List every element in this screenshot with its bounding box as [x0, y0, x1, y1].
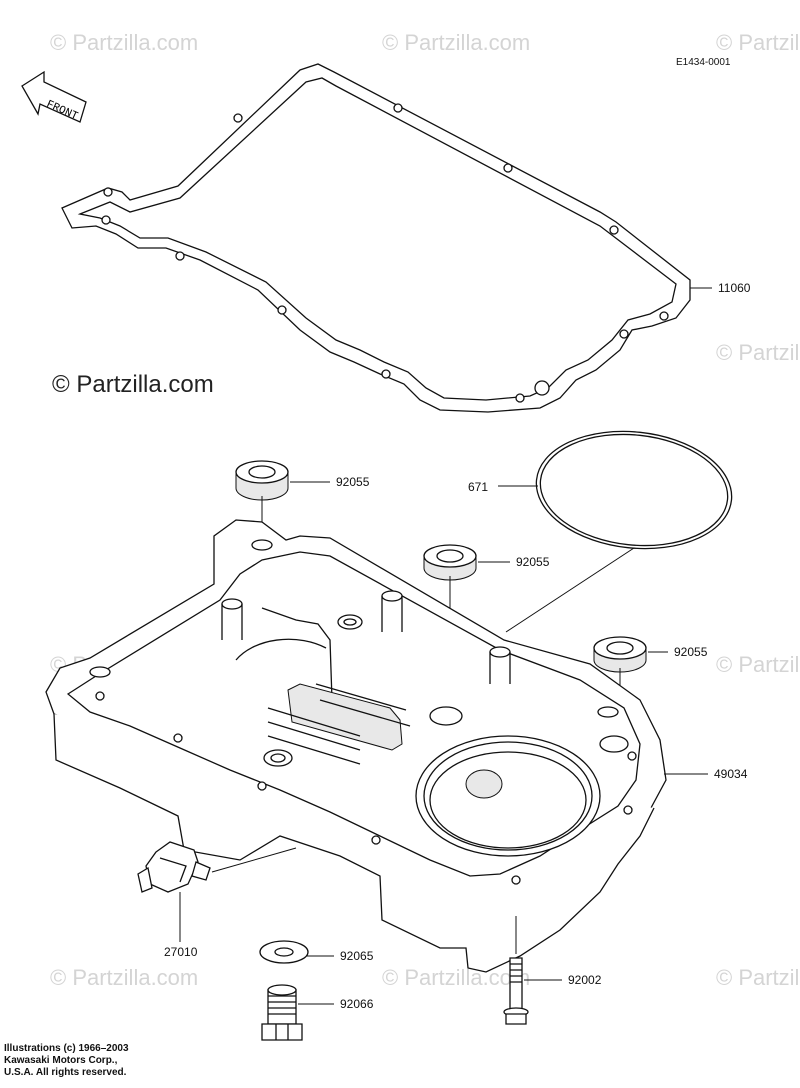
part-label-671: 671 [468, 480, 488, 494]
front-arrow-icon: FRONT [21, 70, 87, 123]
part-label-92065: 92065 [340, 949, 374, 963]
partzilla-watermark: © Partzilla.com [52, 371, 214, 398]
oil-pressure-switch-27010 [137, 841, 211, 893]
bolt-92002 [503, 957, 529, 1025]
copyright-line: Illustrations (c) 1966–2003 [4, 1043, 129, 1054]
watermark: © Partzilla.com [716, 652, 800, 677]
washer-92065 [259, 940, 309, 964]
part-label-11060: 11060 [718, 281, 751, 295]
watermark: © Partzilla.com [382, 965, 530, 990]
part-label-92055: 92055 [674, 645, 708, 659]
oil-pan-49034 [45, 519, 667, 973]
gasket-11060 [61, 63, 691, 413]
drain-plug-92066 [261, 984, 303, 1041]
watermark: © Partzilla.com [716, 340, 800, 365]
washer-92055-b [423, 544, 477, 581]
part-label-92055: 92055 [516, 555, 550, 569]
part-label-49034: 49034 [714, 767, 748, 781]
watermark: © Partzilla.com [716, 965, 800, 990]
part-label-92066: 92066 [340, 997, 374, 1011]
copyright-notice: Illustrations (c) 1966–2003 Kawasaki Mot… [4, 1043, 129, 1079]
copyright-line: U.S.A. All rights reserved. [4, 1067, 127, 1078]
watermark: © Partzilla.com [382, 30, 530, 55]
leader-line [211, 847, 297, 873]
leader-line [505, 547, 635, 633]
part-label-27010: 27010 [164, 945, 198, 959]
part-label-92055: 92055 [336, 475, 370, 489]
copyright-line: Kawasaki Motors Corp., [4, 1055, 118, 1066]
watermark: © Partzilla.com [50, 965, 198, 990]
part-label-92002: 92002 [568, 973, 602, 987]
watermark: © Partzilla.com [50, 30, 198, 55]
washer-92055-a [235, 460, 289, 501]
bolt-bosses [89, 539, 619, 718]
watermark: © Partzilla.com [716, 30, 800, 55]
diagram-ref-code: E1434-0001 [676, 57, 731, 68]
washer-92055-c [593, 636, 647, 673]
o-ring-671 [535, 430, 733, 550]
